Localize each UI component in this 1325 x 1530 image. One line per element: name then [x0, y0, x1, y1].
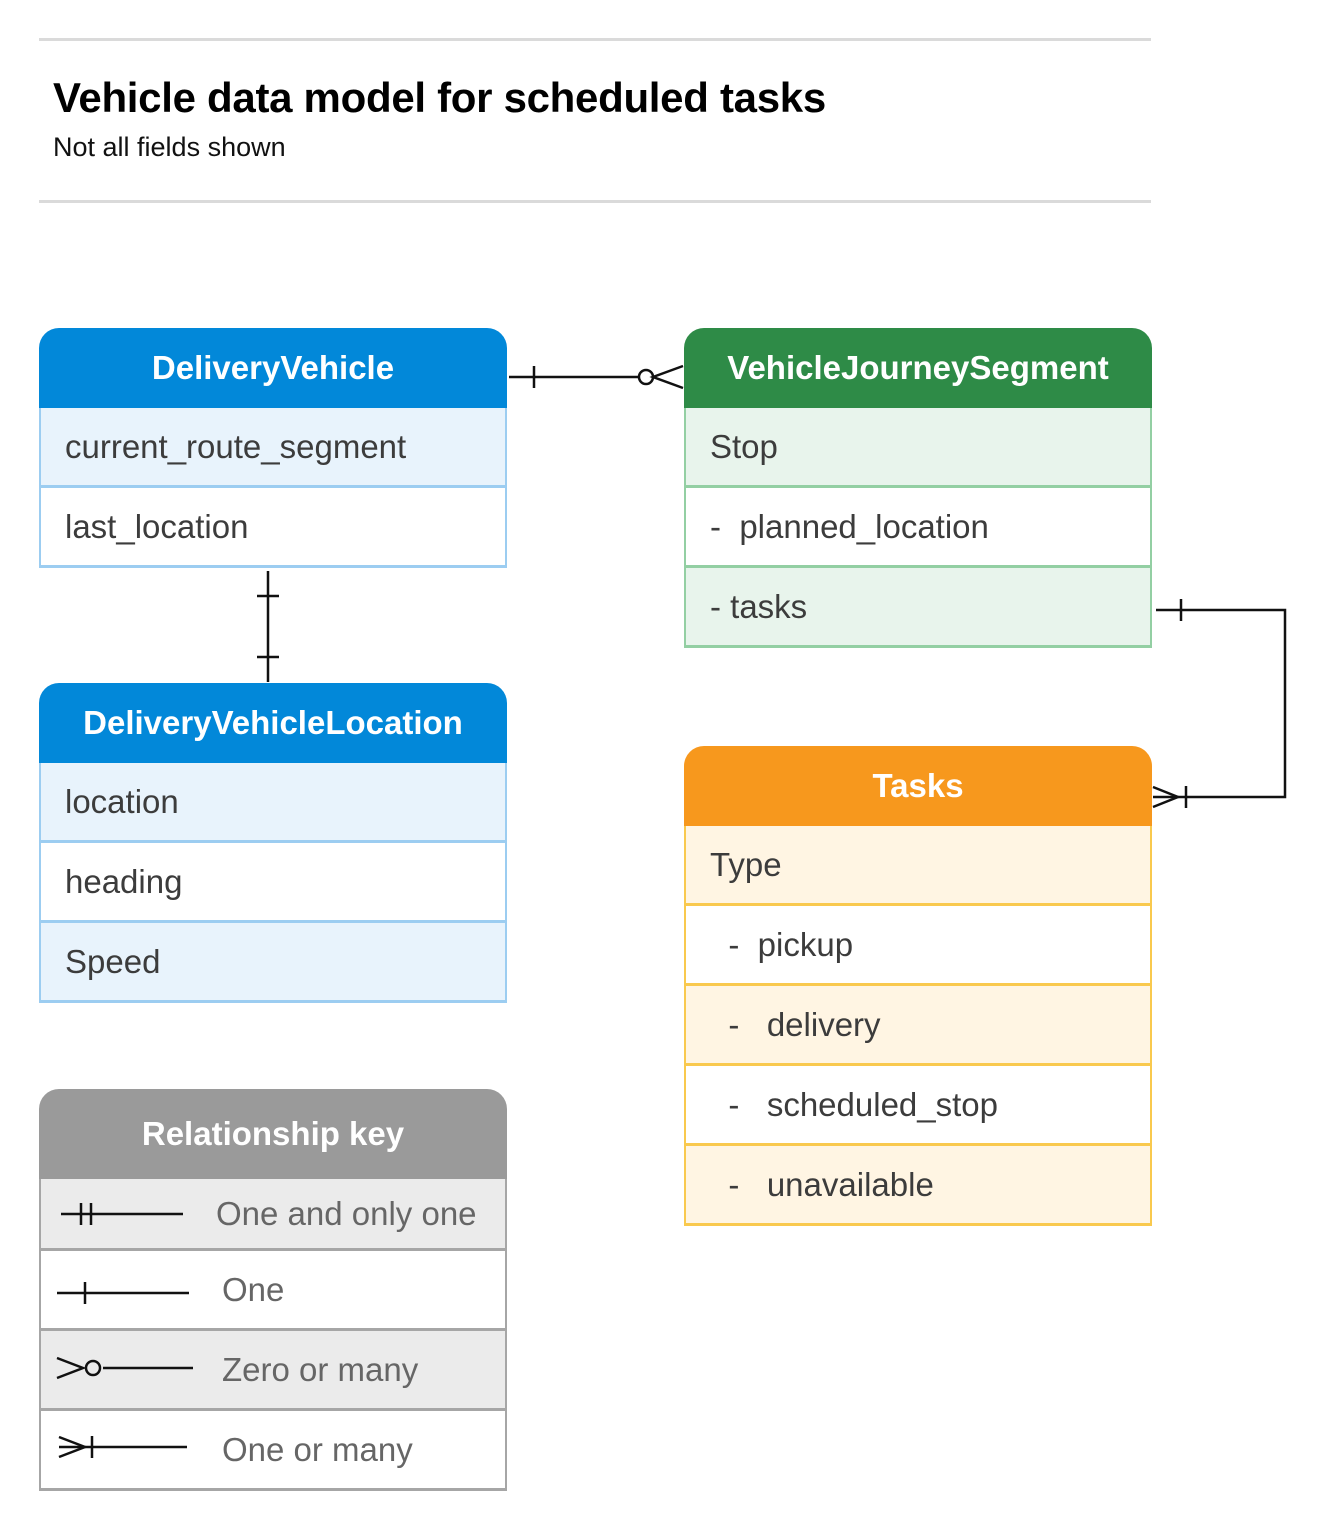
- key-row-one: One: [39, 1251, 507, 1331]
- zero-or-many-icon: [56, 1356, 193, 1380]
- entity-header: Tasks: [684, 746, 1152, 826]
- field-row: - scheduled_stop: [684, 1066, 1152, 1146]
- one-icon: [57, 1282, 189, 1304]
- entity-tasks: Tasks Type - pickup - delivery - schedul…: [684, 746, 1152, 1226]
- connector-vehicle-to-segment: [509, 364, 684, 390]
- header-divider: [39, 200, 1151, 203]
- entity-header: DeliveryVehicle: [39, 328, 507, 408]
- connector-segment-to-tasks: [1152, 599, 1287, 809]
- one-and-only-one-icon: [61, 1203, 183, 1225]
- key-row-zero-or-many: Zero or many: [39, 1331, 507, 1411]
- key-row-one-or-many: One or many: [39, 1411, 507, 1491]
- diagram-title: Vehicle data model for scheduled tasks: [53, 74, 826, 121]
- entity-header: DeliveryVehicleLocation: [39, 683, 507, 763]
- key-label: One: [222, 1270, 285, 1308]
- key-header: Relationship key: [39, 1089, 507, 1179]
- key-label: Zero or many: [222, 1350, 419, 1388]
- field-row: Type: [684, 826, 1152, 906]
- key-label: One and only one: [216, 1194, 477, 1232]
- entity-delivery-vehicle-location: DeliveryVehicleLocation location heading…: [39, 683, 507, 1003]
- field-row: - unavailable: [684, 1146, 1152, 1226]
- field-row: - tasks: [684, 568, 1152, 648]
- field-row: - planned_location: [684, 488, 1152, 568]
- connector-vehicle-to-location: [257, 571, 279, 682]
- entity-vehicle-journey-segment: VehicleJourneySegment Stop - planned_loc…: [684, 328, 1152, 648]
- key-label: One or many: [222, 1430, 413, 1468]
- top-divider: [39, 38, 1151, 41]
- field-row: current_route_segment: [39, 408, 507, 488]
- field-row: - delivery: [684, 986, 1152, 1066]
- field-row: - pickup: [684, 906, 1152, 986]
- entity-delivery-vehicle: DeliveryVehicle current_route_segment la…: [39, 328, 507, 568]
- key-row-one-and-only-one: One and only one: [39, 1179, 507, 1251]
- field-row: location: [39, 763, 507, 843]
- field-row: Stop: [684, 408, 1152, 488]
- entity-header: VehicleJourneySegment: [684, 328, 1152, 408]
- field-row: last_location: [39, 488, 507, 568]
- diagram-subtitle: Not all fields shown: [53, 132, 286, 162]
- one-or-many-icon: [58, 1435, 187, 1459]
- field-row: heading: [39, 843, 507, 923]
- relationship-key: Relationship key One and only one One Ze…: [39, 1089, 507, 1491]
- field-row: Speed: [39, 923, 507, 1003]
